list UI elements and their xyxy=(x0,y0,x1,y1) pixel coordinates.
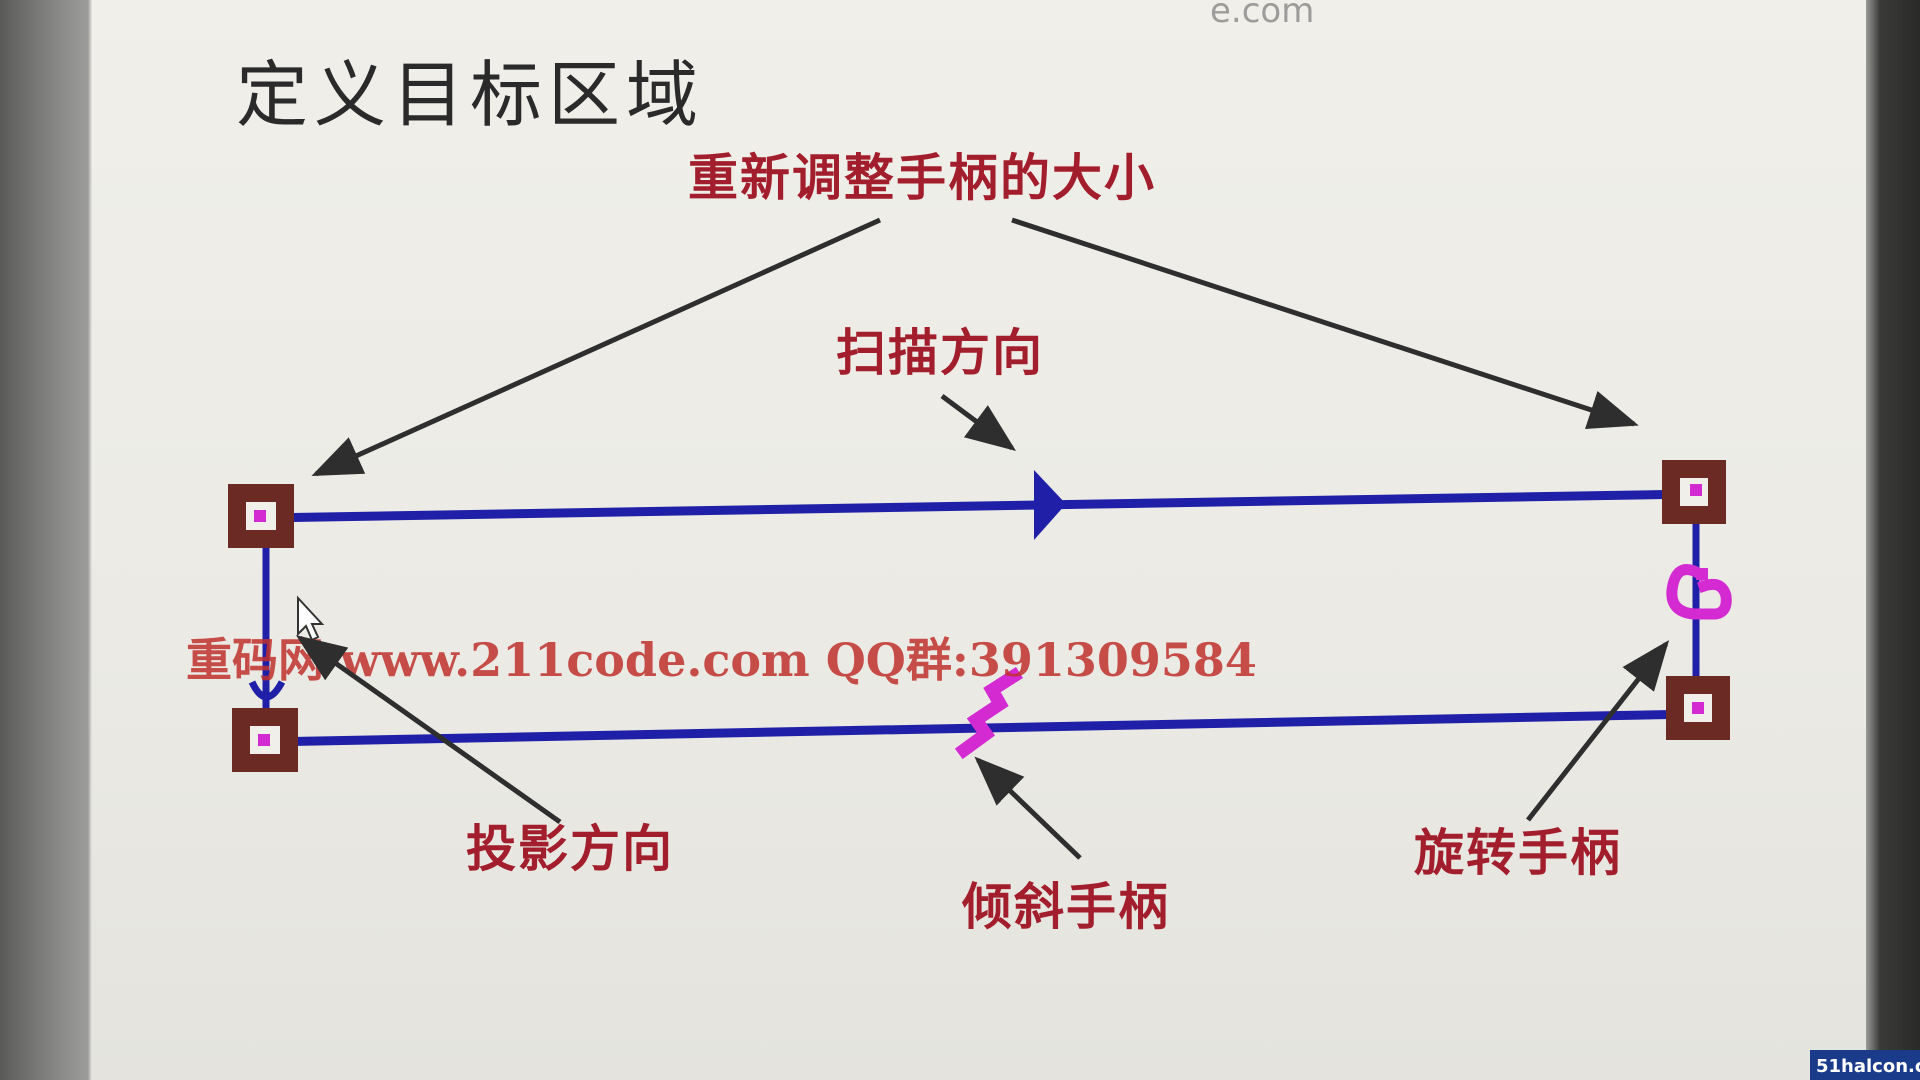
handle-bottom-left[interactable] xyxy=(232,708,298,772)
arrow-rotate-handle xyxy=(1526,640,1670,822)
label-scan-direction: 扫描方向 xyxy=(836,324,1044,382)
arrow-skew-handle xyxy=(974,756,1082,860)
corner-mark-bg xyxy=(1810,1050,1920,1080)
handle-bottom-right[interactable] xyxy=(1666,676,1730,740)
roi-rectangle[interactable] xyxy=(261,489,1700,747)
arrow-projection-direction xyxy=(295,635,562,825)
slide-page xyxy=(92,0,1866,1080)
label-skew-handle: 倾斜手柄 xyxy=(961,878,1170,936)
handle-top-left[interactable] xyxy=(228,484,294,548)
label-resize-handles: 重新调整手柄的大小 xyxy=(688,149,1156,207)
label-projection-direction: 投影方向 xyxy=(466,820,674,878)
arrow-scan-direction xyxy=(940,393,1017,451)
top-url-fragment: e.com xyxy=(1210,0,1314,31)
corner-mark-text: 51halcon.com xyxy=(1816,1056,1920,1077)
skew-handle-icon[interactable] xyxy=(954,667,1023,760)
arrow-resize-right xyxy=(1011,217,1639,429)
label-rotate-handle: 旋转手柄 xyxy=(1414,824,1622,882)
slide-title: 定义目标区域 xyxy=(236,53,704,137)
handle-top-right[interactable] xyxy=(1662,460,1726,524)
rotate-handle-icon[interactable] xyxy=(1666,564,1732,620)
scan-direction-marker xyxy=(1034,470,1066,540)
roi-top-edge[interactable] xyxy=(261,489,1695,523)
watermark-text: 重码网 www.211code.com QQ群:391309584 xyxy=(186,633,1257,687)
arrow-resize-left xyxy=(311,217,882,477)
projection-direction-marker xyxy=(248,680,286,701)
